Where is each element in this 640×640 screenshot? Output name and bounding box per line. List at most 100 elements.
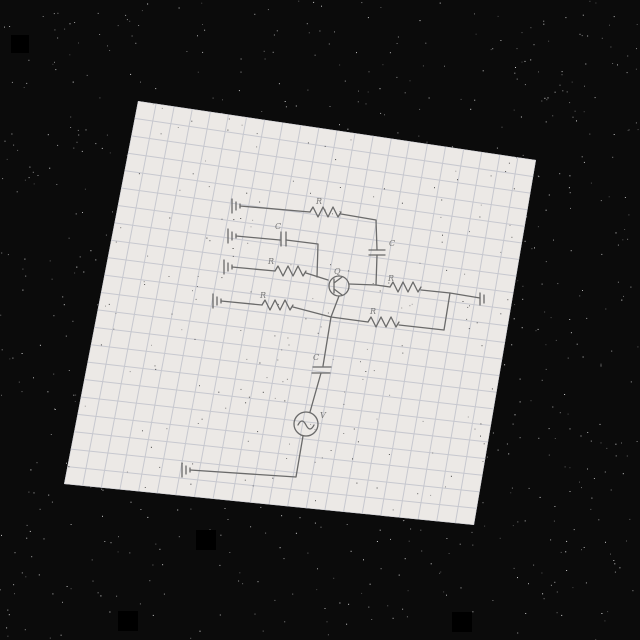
speck <box>636 441 638 442</box>
speck <box>510 492 512 494</box>
speck <box>66 586 68 587</box>
wire <box>322 316 332 367</box>
paper-speck <box>201 418 203 420</box>
speck <box>83 271 85 273</box>
ac-source <box>293 411 319 437</box>
speck <box>379 88 381 90</box>
grid-line <box>454 157 519 524</box>
speck <box>492 432 494 434</box>
paper-speck <box>466 318 468 320</box>
speck <box>627 238 629 240</box>
paper-speck <box>445 486 446 488</box>
grid-line <box>398 149 465 518</box>
speck <box>329 106 331 107</box>
paper-speck <box>343 433 345 434</box>
speck <box>511 487 513 489</box>
speck <box>608 196 610 198</box>
speck <box>548 194 550 196</box>
speck <box>26 537 28 539</box>
grid-line <box>305 135 374 509</box>
paper-speck <box>289 443 290 445</box>
paper-speck <box>383 188 385 190</box>
speck <box>361 592 363 594</box>
speck <box>254 613 256 615</box>
speck <box>78 42 79 44</box>
speck <box>49 637 51 639</box>
speck <box>511 344 513 346</box>
resistor-r5 <box>367 316 400 328</box>
speck <box>460 98 462 100</box>
paper-speck <box>505 171 507 172</box>
paper-speck <box>357 441 359 443</box>
speck <box>357 101 359 103</box>
speck <box>199 630 201 632</box>
speck <box>559 173 561 175</box>
speck <box>202 51 204 53</box>
paper-speck <box>462 301 464 302</box>
paper-speck <box>339 187 341 188</box>
paper-speck <box>171 313 173 315</box>
grid-line <box>84 379 491 426</box>
speck <box>54 29 56 31</box>
speck <box>361 2 363 4</box>
paper-speck <box>206 237 208 239</box>
speck <box>0 589 1 591</box>
speck <box>614 571 616 573</box>
speck <box>279 547 281 549</box>
paper-speck <box>256 133 258 135</box>
paper-speck <box>287 337 289 339</box>
speck <box>229 552 231 553</box>
paper-speck <box>115 312 117 314</box>
resistor-r4 <box>261 299 294 311</box>
speck <box>284 621 286 623</box>
ac-source-wave <box>297 420 315 430</box>
speck <box>367 17 369 19</box>
speck <box>626 540 627 542</box>
speck <box>317 568 318 570</box>
speck <box>33 492 35 494</box>
r5-label: R <box>369 307 376 316</box>
speck <box>402 608 404 610</box>
source-label: V <box>320 411 327 420</box>
speck <box>553 239 554 241</box>
speck <box>389 52 391 54</box>
speck <box>569 192 571 194</box>
paper-speck <box>467 306 469 308</box>
speck <box>56 184 58 185</box>
speck <box>617 281 619 283</box>
paper-speck <box>314 461 316 463</box>
speck <box>583 161 585 163</box>
resistor-r1 <box>309 206 342 218</box>
paper-speck <box>432 452 434 454</box>
speck <box>201 2 203 4</box>
paper-speck <box>115 241 117 243</box>
speck <box>486 456 488 458</box>
speck <box>339 64 341 66</box>
speck <box>546 99 548 101</box>
speck <box>572 587 574 589</box>
speck <box>550 317 552 319</box>
speck <box>263 50 265 52</box>
paper-speck <box>288 344 290 346</box>
speck <box>422 65 424 67</box>
speck <box>548 454 550 456</box>
speck <box>541 379 543 381</box>
speck <box>611 350 613 352</box>
speck <box>590 440 592 442</box>
grid-line <box>67 466 477 509</box>
speck <box>365 103 367 105</box>
speck <box>613 134 615 135</box>
speck <box>587 35 589 37</box>
paper-speck <box>480 204 482 206</box>
speck <box>28 177 30 179</box>
paper-speck <box>441 241 443 243</box>
paper-speck <box>240 388 242 390</box>
wire <box>292 306 332 318</box>
speck <box>448 553 450 554</box>
speck <box>36 462 38 464</box>
paper-speck <box>474 428 476 430</box>
speck <box>513 318 515 320</box>
paper-speck <box>480 423 482 425</box>
speck <box>615 443 617 445</box>
wire <box>330 295 340 318</box>
